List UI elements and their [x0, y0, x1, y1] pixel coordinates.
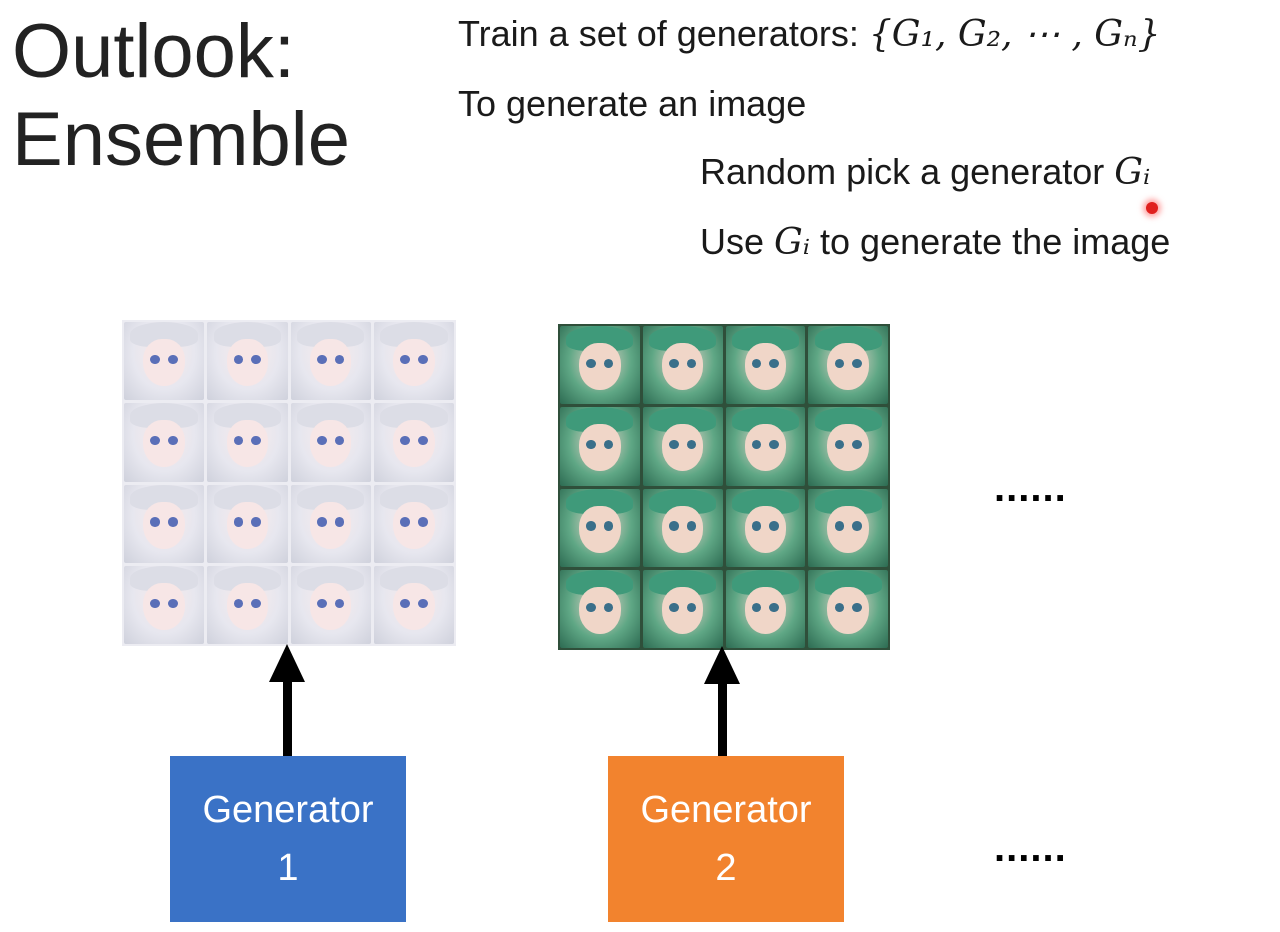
arrow-up-icon [269, 644, 305, 682]
anime-face-thumbnail [207, 403, 288, 482]
bullet-3-text: Random pick a generator [700, 151, 1115, 192]
anime-face-thumbnail [560, 407, 640, 486]
bullet-use-gi: Use Gᵢ to generate the image [700, 220, 1170, 265]
slide-title: Outlook: Ensemble [12, 8, 350, 184]
generator-1-box: Generator 1 [170, 756, 406, 922]
bullet-generate-image: To generate an image [458, 83, 807, 124]
bullet-train-generators: Train a set of generators: {G₁, G₂, ⋯ , … [458, 12, 1161, 57]
anime-face-thumbnail [808, 326, 888, 405]
anime-face-thumbnail [808, 407, 888, 486]
ellipsis-images: ...... [994, 466, 1067, 510]
title-line-1: Outlook: [12, 9, 296, 94]
title-line-2: Ensemble [12, 97, 350, 182]
anime-face-thumbnail [642, 407, 723, 486]
anime-face-thumbnail [725, 488, 806, 567]
ellipsis-generators: ...... [994, 826, 1067, 870]
anime-face-thumbnail [290, 322, 371, 401]
anime-face-thumbnail [373, 403, 454, 482]
generator-gi-math: Gᵢ [1114, 152, 1151, 193]
anime-face-thumbnail [124, 484, 205, 563]
generator-1-number: 1 [277, 847, 299, 889]
anime-face-thumbnail [560, 326, 640, 405]
anime-face-thumbnail [725, 407, 806, 486]
generator-2-number: 2 [715, 847, 737, 889]
anime-face-thumbnail [642, 488, 723, 567]
green-haired-anime-faces-grid [558, 324, 890, 650]
anime-face-thumbnail [290, 403, 371, 482]
arrow-shaft [283, 680, 292, 756]
anime-face-thumbnail [373, 322, 454, 401]
anime-face-thumbnail [373, 484, 454, 563]
laser-pointer-dot [1146, 202, 1158, 214]
anime-face-thumbnail [642, 326, 723, 405]
anime-face-thumbnail [290, 484, 371, 563]
bullet-random-pick: Random pick a generator Gᵢ [700, 150, 1150, 195]
anime-face-thumbnail [124, 565, 205, 644]
anime-face-thumbnail [808, 488, 888, 567]
white-haired-anime-faces-grid [122, 320, 456, 646]
anime-face-thumbnail [560, 488, 640, 567]
anime-face-thumbnail [642, 569, 723, 648]
bullet-1-text: Train a set of generators: [458, 13, 869, 54]
arrow-up-icon [704, 646, 740, 684]
anime-face-thumbnail [207, 322, 288, 401]
anime-face-thumbnail [124, 322, 205, 401]
generator-gi-math-2: Gᵢ [774, 222, 811, 263]
generator-set-math: {G₁, G₂, ⋯ , Gₙ} [868, 14, 1161, 55]
anime-face-thumbnail [124, 403, 205, 482]
anime-face-thumbnail [373, 565, 454, 644]
anime-face-thumbnail [725, 326, 806, 405]
anime-face-thumbnail [560, 569, 640, 648]
generator-2-box: Generator 2 [608, 756, 844, 922]
bullet-4-prefix: Use [700, 221, 775, 262]
anime-face-thumbnail [290, 565, 371, 644]
generator-2-label: Generator [640, 789, 812, 831]
anime-face-thumbnail [207, 565, 288, 644]
anime-face-thumbnail [207, 484, 288, 563]
anime-face-thumbnail [725, 569, 806, 648]
bullet-list: Train a set of generators: {G₁, G₂, ⋯ , … [0, 0, 1280, 300]
arrow-shaft [718, 682, 727, 756]
anime-face-thumbnail [808, 569, 888, 648]
bullet-4-suffix: to generate the image [810, 221, 1171, 262]
generator-1-label: Generator [202, 789, 374, 831]
